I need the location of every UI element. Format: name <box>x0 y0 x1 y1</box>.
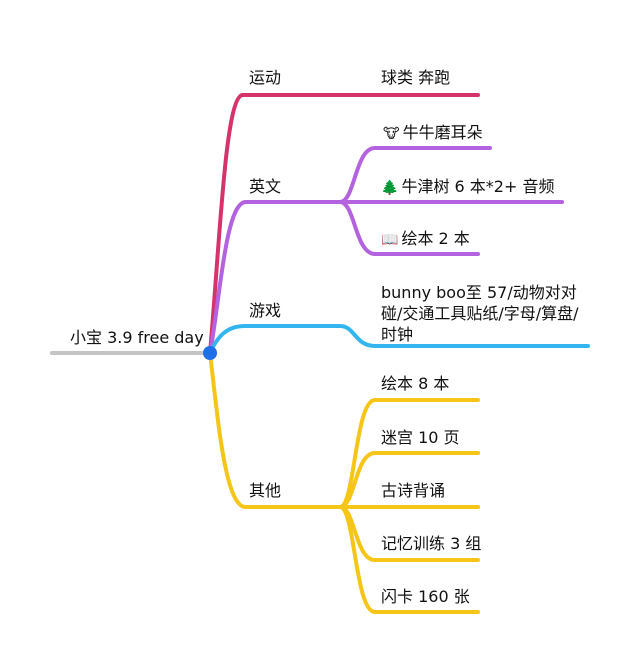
node-label: 绘本 2 本 <box>401 229 470 248</box>
node-memory-training[interactable]: 记忆训练 3 组 <box>381 534 482 553</box>
node-poem-recitation[interactable]: 古诗背诵 <box>381 481 446 500</box>
node-label: 牛津树 6 本*2+ 音频 <box>401 177 555 196</box>
branch-line-english <box>208 200 342 355</box>
node-picture-books-8[interactable]: 绘本 8 本 <box>381 374 450 393</box>
open-book-icon: 📖 <box>381 232 399 248</box>
node-ball-games-running[interactable]: 球类 奔跑 <box>381 68 451 87</box>
child-line-maze <box>338 451 480 509</box>
branch-label-other[interactable]: 其他 <box>249 481 282 500</box>
branch-line-games <box>208 324 590 355</box>
node-ox-ears[interactable]: 🐮牛牛磨耳朵 <box>383 122 483 145</box>
evergreen-tree-icon: 🌲 <box>381 180 399 196</box>
branch-label-games[interactable]: 游戏 <box>249 301 282 320</box>
root-hub-dot[interactable] <box>203 346 217 360</box>
child-line-flash-cards <box>338 505 480 614</box>
branch-label-english[interactable]: 英文 <box>249 177 282 196</box>
root-label[interactable]: 小宝 3.9 free day <box>70 328 204 347</box>
node-games-list[interactable]: bunny boo至 57/动物对对碰/交通工具贴纸/字母/算盘/时钟 <box>381 283 579 344</box>
node-label: 牛牛磨耳朵 <box>402 123 483 142</box>
child-line-picture-books-2 <box>338 200 480 256</box>
node-flash-cards[interactable]: 闪卡 160 张 <box>381 587 470 606</box>
node-maze-10[interactable]: 迷宫 10 页 <box>381 428 460 447</box>
child-line-ox-ears <box>338 146 492 204</box>
node-oxford-tree[interactable]: 🌲牛津树 6 本*2+ 音频 <box>381 176 554 199</box>
branch-line-other <box>208 351 342 509</box>
branch-label-sports[interactable]: 运动 <box>249 68 282 87</box>
ox-face-icon: 🐮 <box>383 126 400 142</box>
node-picture-books-2[interactable]: 📖绘本 2 本 <box>381 228 470 251</box>
branch-line-sports <box>208 93 480 355</box>
